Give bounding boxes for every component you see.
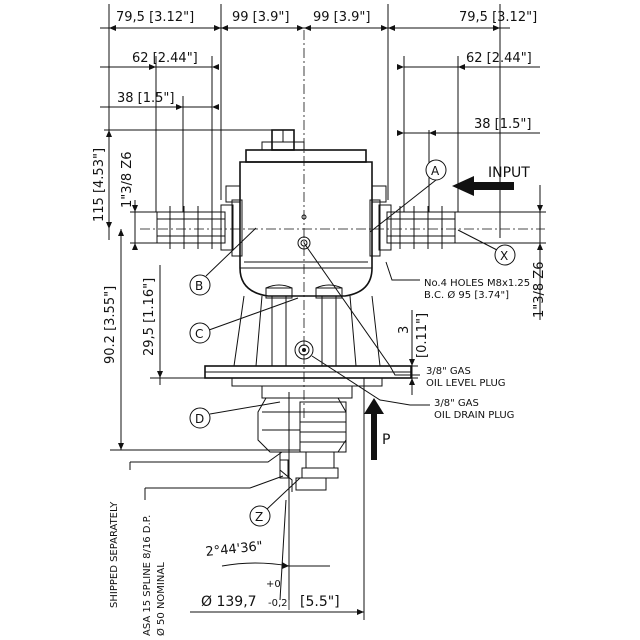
shaft-label-right: 1"3/8 Z6 [532,262,547,318]
dim-top-right-outer: 79,5 [3.12"] [459,10,537,25]
dim-top-left-outer: 79,5 [3.12"] [116,10,194,25]
output-assembly [257,385,353,500]
holes-note-2: B.C. Ø 95 [3.74"] [424,289,509,301]
bottom-diameter: Ø 139,7 +0 -0,2 [5.5"] [190,378,365,620]
callout-c: C [195,327,203,341]
dim-gap-3: 3 [397,326,412,334]
right-shaft [378,204,456,251]
diameter-inch: [5.5"] [300,594,340,610]
gearbox-body [156,129,456,387]
spline-note-2: Ø 50 NOMINAL [155,562,167,636]
callout-b: B [195,279,203,293]
holes-note-1: No.4 HOLES M8x1.25 [424,278,530,289]
dim-left-38: 38 [1.5"] [117,91,174,106]
callout-z: Z [255,510,263,524]
input-label: INPUT [488,165,530,181]
diameter-tol-minus: -0,2 [268,598,288,609]
left-dimensions: 115 [4.53"] 1"3/8 Z6 90.2 [3.55"] 29,5 [… [92,129,300,451]
callout-x: X [500,249,508,263]
dim-right-62: 62 [2.44"] [466,51,532,66]
force-label: P [382,432,390,448]
spline-note-1: ASA 15 SPLINE 8/16 D.P. [142,515,153,636]
dim-height-90: 90.2 [3.55"] [103,286,118,364]
oil-level-note-1: 3/8" GAS [426,366,471,377]
left-shaft [156,204,234,251]
dim-top-left-inner: 99 [3.9"] [232,10,289,25]
force-indicator: P [364,398,390,460]
callout-d: D [195,412,204,426]
diameter-main: Ø 139,7 [201,594,257,610]
top-dimensions: 79,5 [3.12"] 99 [3.9"] 99 [3.9"] 79,5 [3… [100,10,540,136]
dim-height-115: 115 [4.53"] [92,148,107,222]
extension-lines [108,4,501,238]
oil-drain-note-2: OIL DRAIN PLUG [434,410,514,421]
dim-left-62: 62 [2.44"] [132,51,198,66]
shipped-separately-note: SHIPPED SEPARATELY [109,501,120,608]
input-indicator: INPUT [452,165,530,196]
dim-height-29: 29,5 [1.16"] [142,278,157,356]
angle-label: 2°44'36" [205,539,264,560]
callouts: A B C D X Z [189,159,516,527]
shaft-label-left: 1"3/8 Z6 [120,152,135,208]
dim-top-right-inner: 99 [3.9"] [313,10,370,25]
dim-right-38: 38 [1.5"] [474,117,531,132]
dim-gap-3-in: [0.11"] [415,313,430,358]
oil-level-note-2: OIL LEVEL PLUG [426,378,506,389]
angle-dimension: 2°44'36" [205,499,330,601]
oil-drain-note-1: 3/8" GAS [434,398,479,409]
callout-a: A [431,164,440,178]
vertical-notes: SHIPPED SEPARATELY ASA 15 SPLINE 8/16 D.… [109,501,167,636]
note-leaders: No.4 HOLES M8x1.25 B.C. Ø 95 [3.74"] 3/8… [129,242,530,500]
diameter-tol-plus: +0 [266,579,281,590]
